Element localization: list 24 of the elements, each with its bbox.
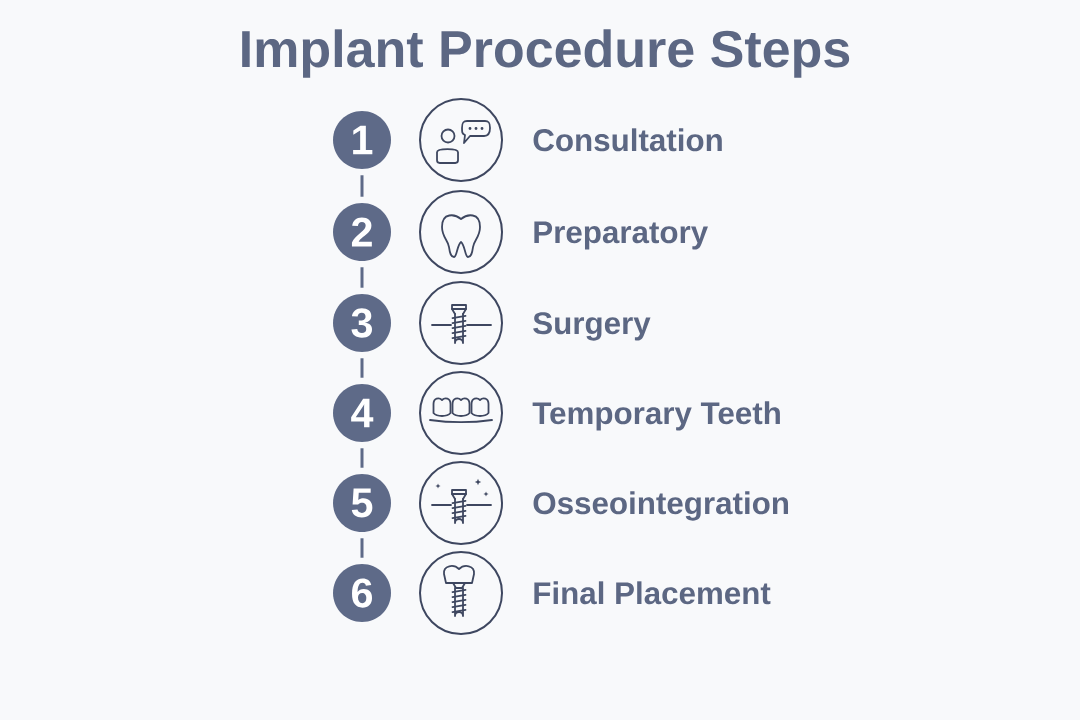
step-number-badge: 2 [333,203,391,261]
step-label: Temporary Teeth [532,401,780,431]
step-number-badge: 4 [333,384,391,442]
connector-line [360,267,364,288]
step-number-badge: 1 [333,111,391,169]
connector-line [360,448,364,468]
implant-sparkles-icon [419,461,503,545]
step-number-badge: 3 [333,294,391,352]
step-label: Consultation [533,128,722,152]
step-label: Final Placement [534,581,771,605]
step-label: Osseointegration [533,491,788,521]
tooth-icon [419,190,503,274]
teeth-row-icon [419,371,503,455]
connector-line [360,358,364,378]
step-number-badge: 5 [333,474,391,532]
step-number-badge: 6 [333,564,391,622]
person-speech-icon [419,98,503,182]
step-label: Preparatory [534,221,708,250]
step-label: Surgery [533,312,651,341]
connector-line [360,538,364,558]
connector-line [360,175,364,197]
implant-screw-icon [419,281,503,365]
crowned-implant-icon [419,551,503,635]
title: Implant Procedure Steps [242,29,850,78]
